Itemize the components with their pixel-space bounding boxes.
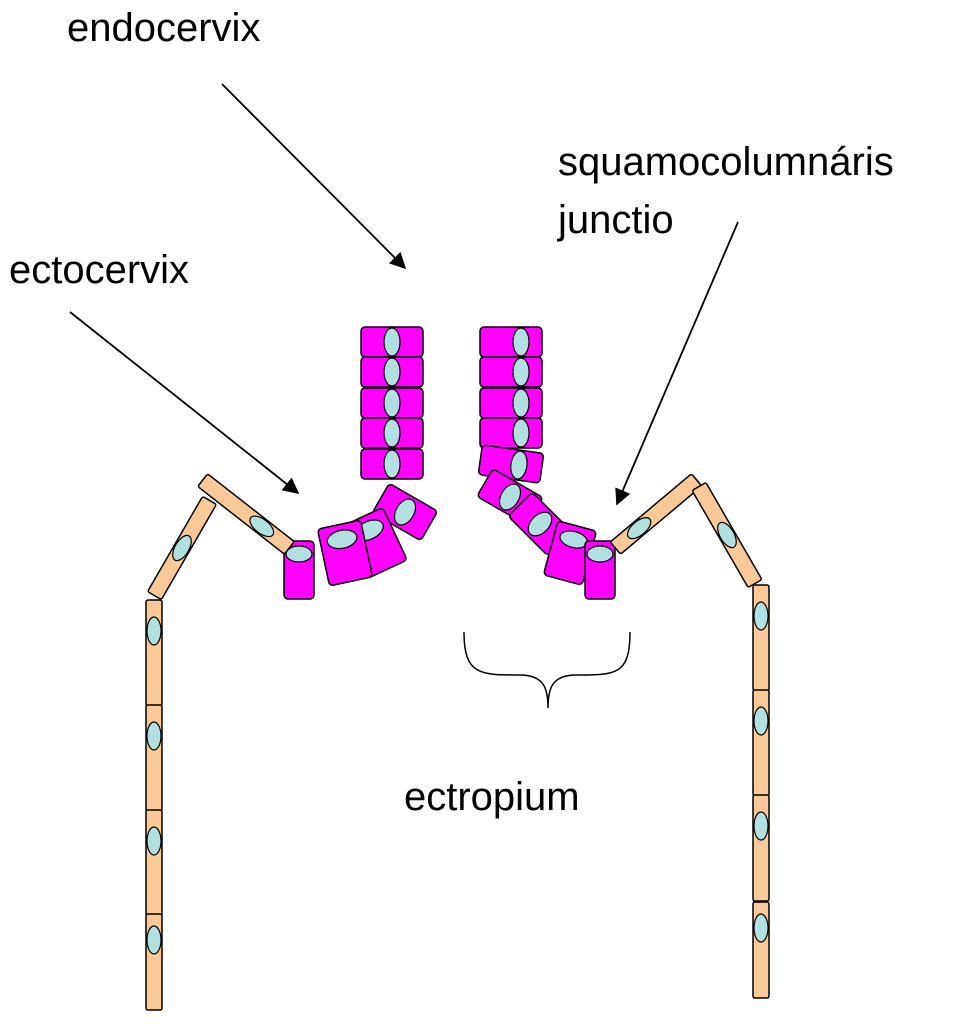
ectropium-brace xyxy=(464,632,630,708)
squamous-cell-body xyxy=(753,690,769,796)
ectocervix-label: ectocervix xyxy=(9,250,189,290)
columnar-cell xyxy=(585,541,615,599)
columnar-cell xyxy=(480,388,542,418)
columnar-cell xyxy=(480,418,542,448)
columnar-cell-body xyxy=(480,327,542,357)
cell-nucleus xyxy=(754,812,768,840)
squamocolumnar-junction-arrow xyxy=(617,222,738,504)
cell-nucleus xyxy=(384,328,400,356)
squamous-cell xyxy=(146,705,162,811)
columnar-cell-body xyxy=(480,388,542,418)
columnar-cell xyxy=(480,327,542,357)
squamous-cell xyxy=(146,600,162,706)
squamous-cell xyxy=(692,483,762,588)
cell-nucleus xyxy=(384,358,400,386)
cell-nucleus xyxy=(513,328,529,356)
cell-nucleus xyxy=(147,827,161,855)
cell-nucleus xyxy=(754,707,768,735)
squamous-cell xyxy=(146,810,162,916)
cell-nucleus xyxy=(147,722,161,750)
cell-layer xyxy=(146,327,769,1010)
squamous-cell-body xyxy=(146,705,162,811)
cell-nucleus xyxy=(754,914,768,942)
squamous-cell-body xyxy=(753,585,769,691)
squamous-cell-body xyxy=(146,600,162,706)
endocervix-label: endocervix xyxy=(67,8,260,48)
squamous-cell xyxy=(753,795,769,901)
squamous-cell xyxy=(753,585,769,691)
squamous-cell xyxy=(753,902,769,998)
cell-nucleus xyxy=(384,450,400,478)
squamous-cell xyxy=(148,496,217,599)
columnar-cell xyxy=(361,418,423,448)
squamous-cell-body xyxy=(753,795,769,901)
columnar-cell xyxy=(361,449,423,479)
columnar-cell xyxy=(361,327,423,357)
columnar-cell-body xyxy=(480,418,542,448)
squamous-cell xyxy=(753,690,769,796)
cell-nucleus xyxy=(147,926,161,954)
ectropium-label: ectropium xyxy=(404,777,580,817)
squamocolumnar-junction-label-line1: squamocolumnáris xyxy=(558,142,894,182)
squamocolumnar-junction-label-line2: junctio xyxy=(558,200,674,240)
columnar-cell xyxy=(361,388,423,418)
cell-nucleus xyxy=(384,419,400,447)
cell-nucleus xyxy=(587,546,613,562)
cell-nucleus xyxy=(384,389,400,417)
squamous-cell-body xyxy=(146,810,162,916)
cell-nucleus xyxy=(286,546,312,562)
endocervix-arrow xyxy=(222,84,405,268)
squamous-cell xyxy=(146,914,162,1010)
ectocervix-arrow xyxy=(70,312,298,493)
cell-nucleus xyxy=(513,419,529,447)
squamous-cell xyxy=(198,474,295,554)
cell-nucleus xyxy=(754,602,768,630)
squamous-cell-body xyxy=(198,474,295,554)
cell-nucleus xyxy=(513,389,529,417)
cell-nucleus xyxy=(147,617,161,645)
columnar-cell-body xyxy=(480,357,542,387)
cell-nucleus xyxy=(513,358,529,386)
columnar-cell xyxy=(361,357,423,387)
columnar-cell xyxy=(480,357,542,387)
